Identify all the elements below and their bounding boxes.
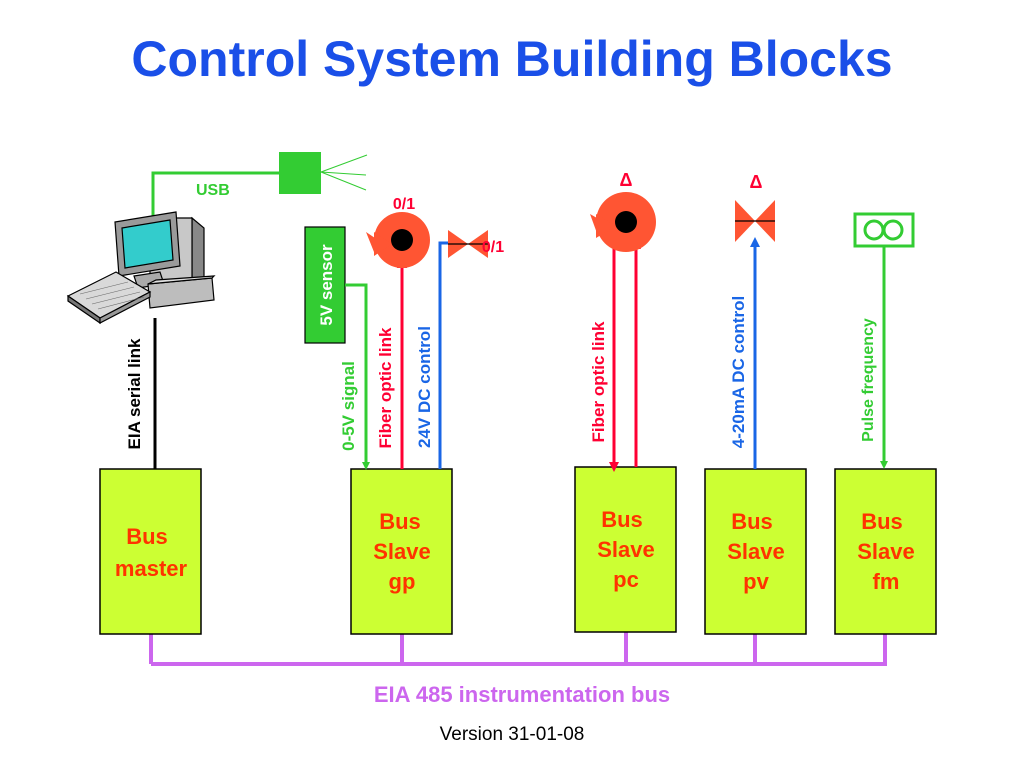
- gp-label-3: gp: [389, 569, 416, 594]
- sensor-label: 5V sensor: [317, 244, 336, 326]
- delta-pc-label: Δ: [620, 170, 633, 190]
- pv-label-2: Slave: [727, 539, 785, 564]
- instrumentation-bus: [149, 632, 887, 666]
- usb-label: USB: [196, 182, 230, 199]
- bus-slave-pv-box: [704, 468, 807, 635]
- pump-state-label: 0/1: [393, 196, 415, 213]
- master-label-1: Bus: [126, 524, 168, 549]
- gp-label-1: Bus: [379, 509, 421, 534]
- ma-control-label: 4-20mA DC control: [729, 296, 748, 448]
- fm-label-3: fm: [873, 569, 900, 594]
- flow-meter-icon: [853, 212, 915, 248]
- pump-icon: [366, 212, 430, 268]
- bus-label: EIA 485 instrumentation bus: [374, 682, 670, 707]
- valve-state-label: 0/1: [482, 239, 504, 256]
- bus-slave-pc-box: [574, 466, 677, 633]
- pulse-label: Pulse frequency: [860, 318, 877, 442]
- bus-slave-gp-box: [350, 468, 453, 635]
- dc24-line: [438, 238, 460, 469]
- bus-slave-fm-box: [834, 468, 937, 635]
- pc-label-1: Bus: [601, 507, 643, 532]
- bus-master-box: [99, 468, 202, 635]
- signal-line: [345, 283, 370, 470]
- usb-link-line: [151, 171, 279, 220]
- fm-label-2: Slave: [857, 539, 915, 564]
- serial-link-label: EIA serial link: [125, 338, 144, 449]
- version-label: Version 31-01-08: [439, 724, 585, 745]
- pc-label-3: pc: [613, 567, 639, 592]
- pv-label-3: pv: [743, 569, 769, 594]
- sensor-box: [304, 226, 346, 344]
- signal-label: 0-5V signal: [339, 361, 358, 451]
- fm-label-1: Bus: [861, 509, 903, 534]
- pc-label-2: Slave: [597, 537, 655, 562]
- gp-label-2: Slave: [373, 539, 431, 564]
- valve-icon: [735, 200, 775, 242]
- page-title: Control System Building Blocks: [131, 31, 893, 87]
- pv-label-1: Bus: [731, 509, 773, 534]
- fiber-pc-label: Fiber optic link: [589, 321, 608, 442]
- usb-plug-icon: [279, 152, 321, 194]
- pump-icon: [590, 192, 656, 252]
- master-label-2: master: [115, 556, 188, 581]
- fiber-gp-label: Fiber optic link: [376, 327, 395, 448]
- computer-icon: [66, 211, 216, 325]
- usb-wires-icon: [320, 154, 368, 191]
- valve-icon: [448, 230, 488, 258]
- delta-pv-label: Δ: [750, 172, 763, 192]
- dc24-label: 24V DC control: [415, 326, 434, 448]
